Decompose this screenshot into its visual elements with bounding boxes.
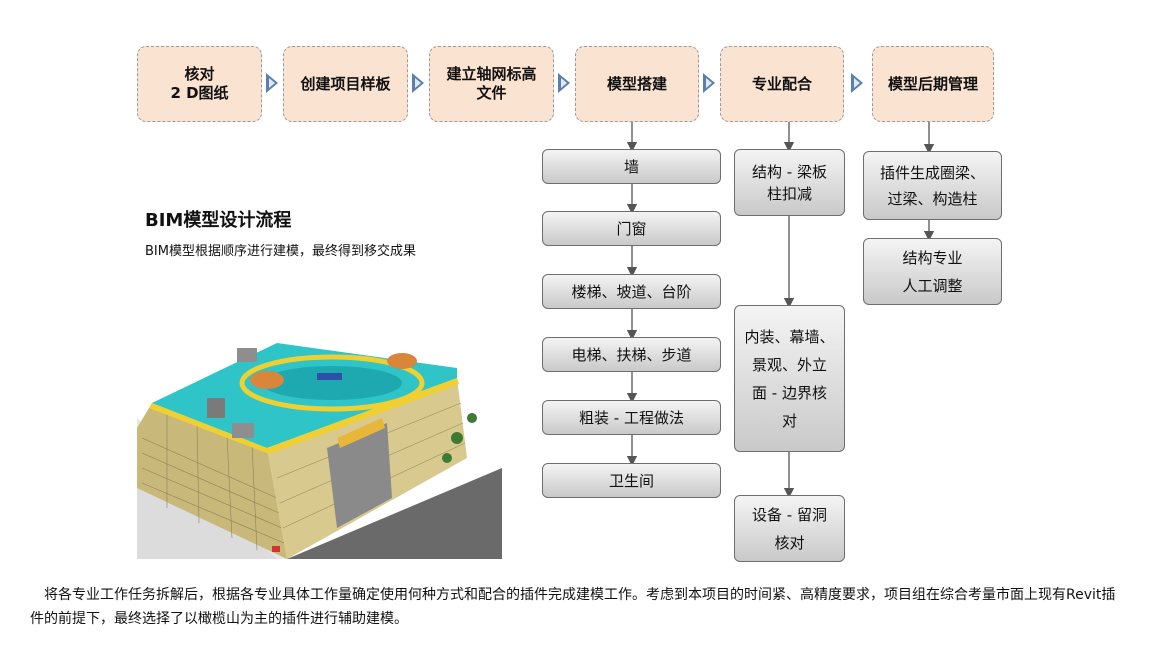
- right-arrow-icon: [412, 73, 424, 93]
- management-step-manual-adjust: 结构专业 人工调整: [863, 238, 1002, 305]
- step-coordination: 专业配合: [720, 46, 844, 122]
- modeling-step-elevators: 电梯、扶梯、步道: [542, 337, 721, 372]
- coordination-step-mep-openings: 设备 - 留洞 核对: [734, 495, 845, 562]
- right-arrow-icon: [851, 73, 863, 93]
- right-arrow-icon: [266, 73, 278, 93]
- body-paragraph: 将各专业工作任务拆解后，根据各专业具体工作量确定使用何种方式和配合的插件完成建模…: [30, 587, 1116, 627]
- step-create-template: 创建项目样板: [283, 46, 408, 122]
- step-modeling: 模型搭建: [575, 46, 699, 122]
- management-step-plugin-generation: 插件生成圈梁、 过梁、构造柱: [863, 151, 1002, 220]
- diagram-title: BIM模型设计流程: [145, 210, 292, 231]
- right-arrow-icon: [558, 73, 570, 93]
- step-post-management: 模型后期管理: [872, 46, 994, 122]
- modeling-step-rough-finish: 粗装 - 工程做法: [542, 400, 721, 435]
- right-arrow-icon: [703, 73, 715, 93]
- step-build-grid-levels: 建立轴网标高 文件: [429, 46, 554, 122]
- modeling-step-restroom: 卫生间: [542, 463, 721, 498]
- bim-building-model-image: [137, 318, 502, 559]
- modeling-step-wall: 墙: [542, 149, 721, 184]
- coordination-step-interior-facade: 内装、幕墙、 景观、外立 面 - 边界核 对: [734, 305, 845, 452]
- modeling-step-stairs: 楼梯、坡道、台阶: [542, 274, 721, 309]
- modeling-step-doors-windows: 门窗: [542, 211, 721, 246]
- step-check-2d-drawings: 核对 2 D图纸: [137, 46, 262, 122]
- coordination-step-structure: 结构 - 梁板 柱扣减: [734, 149, 845, 216]
- diagram-subtitle: BIM模型根据顺序进行建模，最终得到移交成果: [145, 244, 416, 259]
